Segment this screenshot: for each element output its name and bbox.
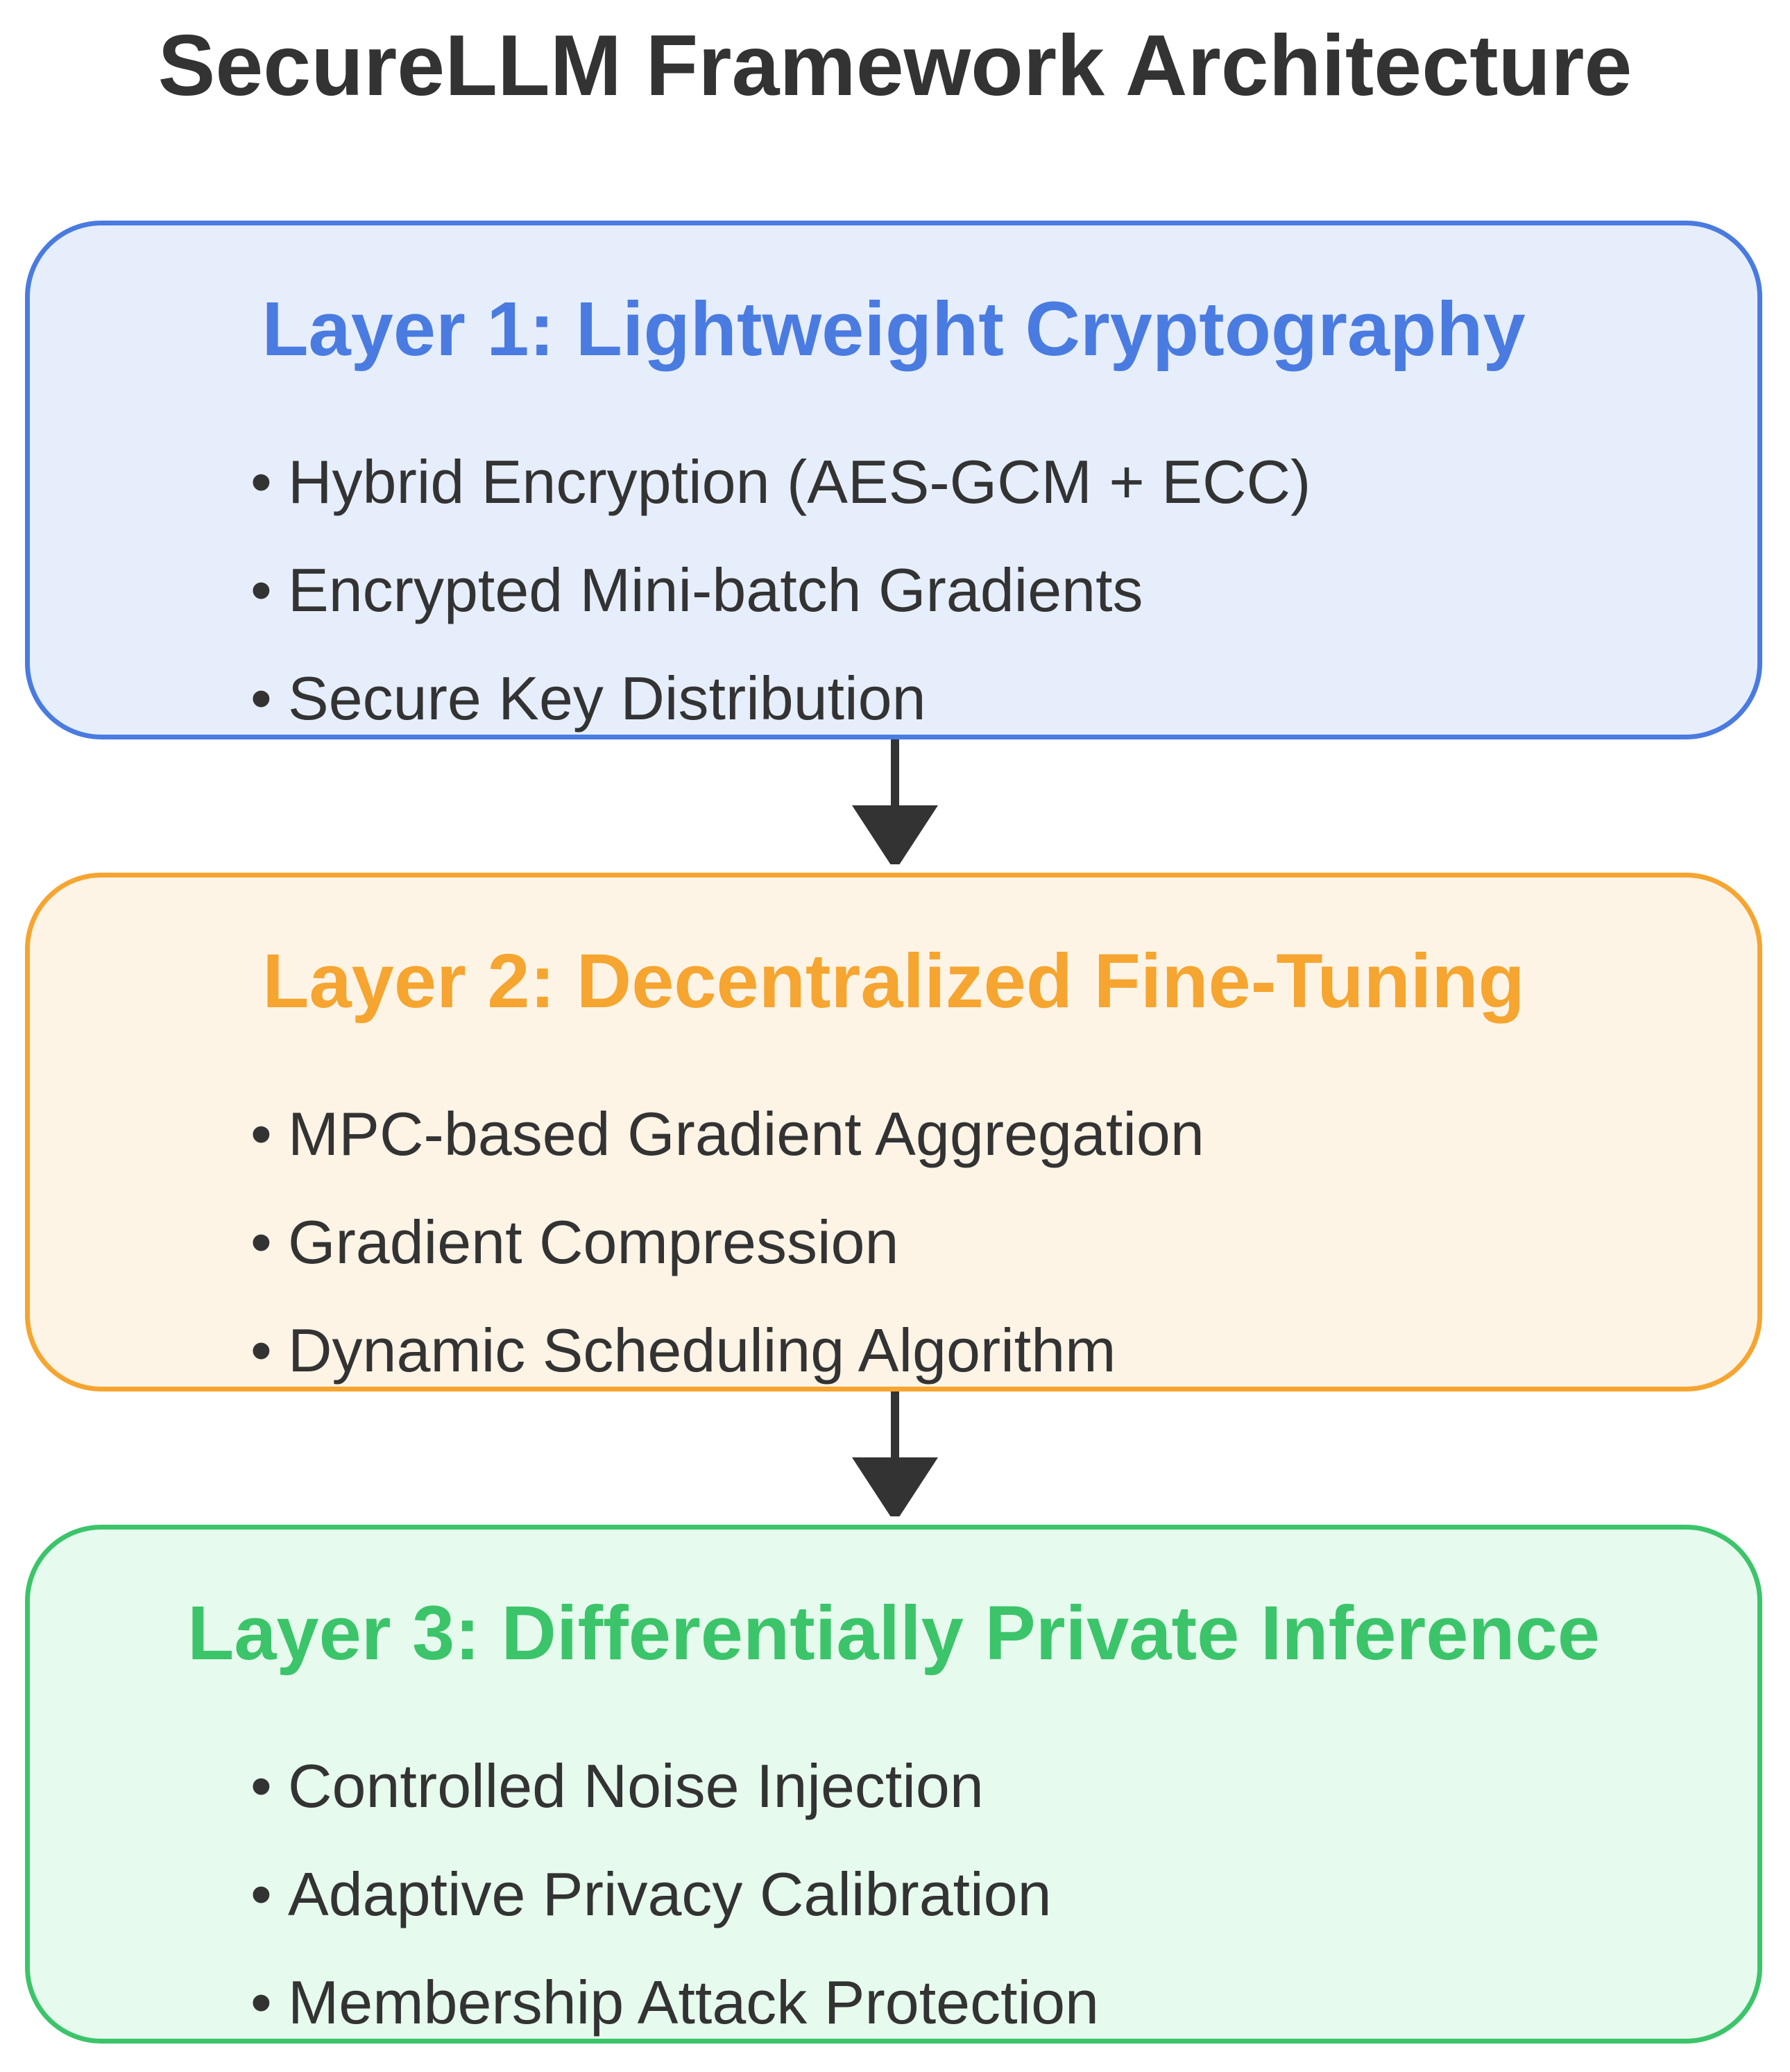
layer-2-box: Layer 2: Decentralized Fine-Tuning MPC-b…	[25, 873, 1762, 1392]
layer-2-item: Gradient Compression	[250, 1188, 1204, 1296]
layer-3-title: Layer 3: Differentially Private Inferenc…	[187, 1591, 1600, 1676]
layer-1-title: Layer 1: Lightweight Cryptography	[262, 286, 1526, 372]
arrow-head-icon	[852, 1457, 938, 1516]
layer-2-item: Dynamic Scheduling Algorithm	[250, 1296, 1204, 1405]
arrow-layer-1-to-2	[852, 739, 938, 864]
layer-1-items: Hybrid Encryption (AES-GCM + ECC) Encryp…	[250, 428, 1311, 753]
diagram-title: SecureLLM Framework Architecture	[157, 18, 1633, 114]
layer-3-item: Membership Attack Protection	[250, 1949, 1099, 2057]
layer-3-box: Layer 3: Differentially Private Inferenc…	[25, 1525, 1762, 2044]
layer-2-item: MPC-based Gradient Aggregation	[250, 1080, 1204, 1188]
arrow-head-icon	[852, 805, 938, 864]
layer-3-items: Controlled Noise Injection Adaptive Priv…	[250, 1732, 1099, 2057]
layer-2-items: MPC-based Gradient Aggregation Gradient …	[250, 1080, 1204, 1405]
layer-3-item: Controlled Noise Injection	[250, 1732, 1099, 1840]
layer-1-item: Secure Key Distribution	[250, 644, 1311, 753]
layer-1-box: Layer 1: Lightweight Cryptography Hybrid…	[25, 221, 1762, 739]
layer-3-item: Adaptive Privacy Calibration	[250, 1840, 1099, 1949]
layer-2-title: Layer 2: Decentralized Fine-Tuning	[262, 939, 1525, 1024]
layer-1-item: Hybrid Encryption (AES-GCM + ECC)	[250, 428, 1311, 536]
layer-1-item: Encrypted Mini-batch Gradients	[250, 536, 1311, 644]
arrow-layer-2-to-3	[852, 1392, 938, 1516]
